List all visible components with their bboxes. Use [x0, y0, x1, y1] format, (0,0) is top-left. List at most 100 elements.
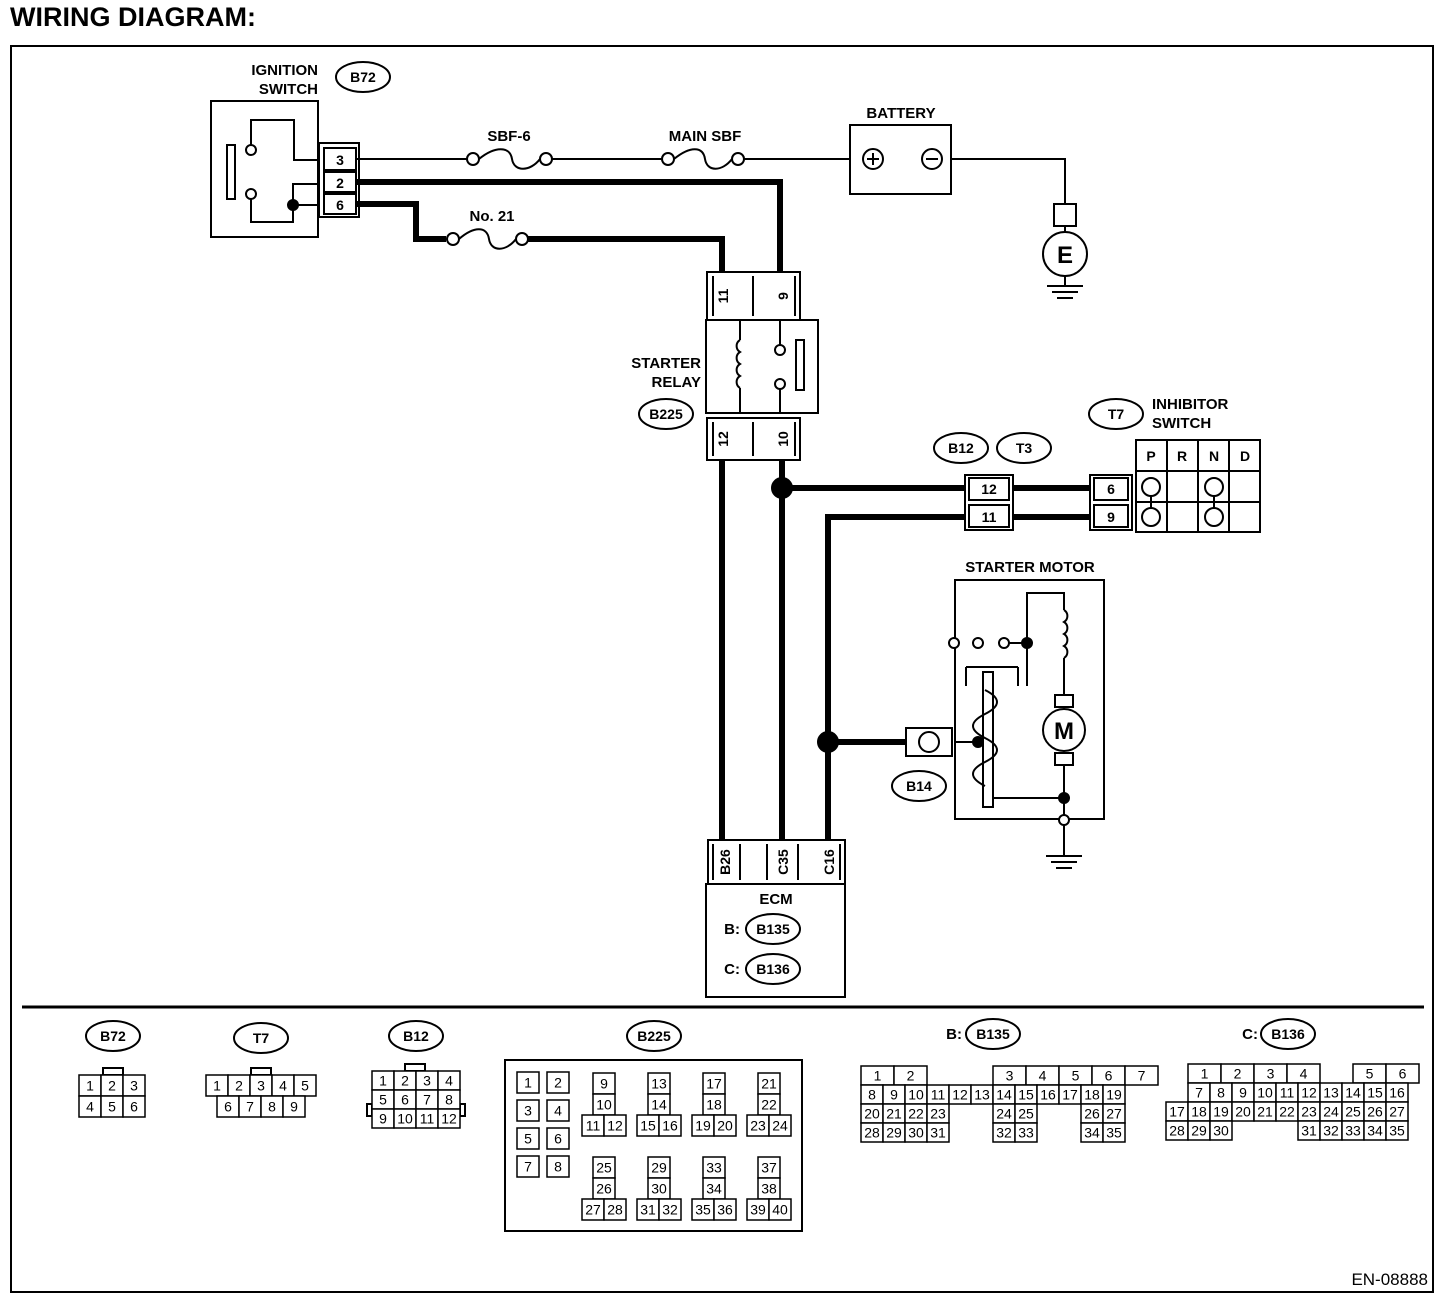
b72-pin: 3 [130, 1078, 138, 1094]
b225-pin: 1 [524, 1075, 532, 1091]
b135-pin: 20 [864, 1106, 880, 1122]
b72-pin: 5 [108, 1099, 116, 1115]
b136-pin: 21 [1257, 1104, 1273, 1120]
battery-label: BATTERY [866, 105, 935, 122]
b225-pin: 31 [640, 1202, 656, 1218]
b135-pin: 7 [1138, 1068, 1146, 1084]
b136-pin: 28 [1169, 1123, 1185, 1139]
b136-pin: 33 [1345, 1123, 1361, 1139]
ecm-conn-b: B135 [756, 921, 790, 937]
b135-pin: 27 [1106, 1106, 1122, 1122]
b225-cell [713, 1114, 737, 1137]
ground-e-label: E [1057, 242, 1073, 269]
ecm-pin-c16: C16 [821, 849, 837, 875]
b225-cell [658, 1114, 682, 1137]
fuse-main-sbf-label: MAIN SBF [669, 128, 742, 145]
ecm-label: ECM [759, 891, 792, 908]
b12-cell [437, 1108, 461, 1129]
b225-pin: 40 [772, 1202, 788, 1218]
b12-pin: 9 [379, 1111, 387, 1127]
b12-pin: 10 [397, 1111, 413, 1127]
t7-pin: 3 [257, 1078, 265, 1094]
fuse-no21-label: No. 21 [469, 208, 514, 225]
b135-pin: 15 [1018, 1087, 1034, 1103]
b136-pin: 8 [1217, 1085, 1225, 1101]
b136-pin: 2 [1234, 1066, 1242, 1082]
inhibitor-label-2: SWITCH [1152, 415, 1211, 432]
b225-pin: 2 [554, 1075, 562, 1091]
b225-pin: 4 [554, 1103, 562, 1119]
ecm-pin-c35: C35 [775, 849, 791, 875]
b135-pin: 1 [874, 1068, 882, 1084]
b135-pin: 5 [1072, 1068, 1080, 1084]
b136-pin: 5 [1366, 1066, 1374, 1082]
b12-pin: 11 [420, 1111, 435, 1127]
t7-pin: 6 [224, 1099, 232, 1115]
b225-pin: 15 [640, 1118, 656, 1134]
b136-pin: 15 [1367, 1085, 1383, 1101]
b225-pin: 18 [706, 1097, 722, 1113]
b135-pin: 32 [996, 1125, 1012, 1141]
b225-pin: 19 [695, 1118, 711, 1134]
b136-pin: 12 [1301, 1085, 1317, 1101]
b135-pin: 33 [1018, 1125, 1034, 1141]
starter-motor [948, 579, 1105, 869]
starter-relay-label-2: RELAY [652, 374, 701, 391]
b225-pin: 21 [761, 1076, 777, 1092]
ecm-pin-b26: B26 [717, 849, 733, 875]
b135-pin: 25 [1018, 1106, 1034, 1122]
b135-pin: 35 [1106, 1125, 1122, 1141]
b225-pin: 38 [761, 1181, 777, 1197]
b135-pin: 8 [868, 1087, 876, 1103]
b225-pin: 3 [524, 1103, 532, 1119]
inhibitor-pos-r: R [1177, 448, 1187, 464]
b225-cell [546, 1155, 570, 1178]
b12-pin: 8 [445, 1092, 453, 1108]
view-b12-name: B12 [403, 1028, 429, 1044]
fuse-sbf6-label: SBF-6 [487, 128, 530, 145]
b136-cell [1209, 1120, 1233, 1141]
view-b135-name: B135 [976, 1026, 1010, 1042]
b136-pin: 27 [1389, 1104, 1405, 1120]
b136-pin: 6 [1399, 1066, 1407, 1082]
b225-pin: 17 [706, 1076, 722, 1092]
battery [849, 124, 952, 195]
b225-pin: 13 [651, 1076, 667, 1092]
ignition-switch-connector: B72 [350, 69, 376, 85]
b225-cell [546, 1099, 570, 1122]
view-b136-name: B136 [1271, 1026, 1305, 1042]
ignition-pin-2: 2 [336, 175, 344, 191]
b135-pin: 31 [930, 1125, 946, 1141]
starter-relay-label-1: STARTER [631, 355, 701, 372]
b135-pin: 26 [1084, 1106, 1100, 1122]
b225-cell [603, 1114, 627, 1137]
ignition-switch-label-1: IGNITION [251, 62, 318, 79]
fuse-sbf6 [466, 148, 553, 170]
ignition-pin-6: 6 [336, 197, 344, 213]
b225-cell [516, 1099, 540, 1122]
b14-terminal [905, 727, 953, 757]
b135-pin: 18 [1084, 1087, 1100, 1103]
b135-pin: 34 [1084, 1125, 1100, 1141]
ecm-conn-b-prefix: B: [724, 921, 740, 938]
b225-pin: 34 [706, 1181, 722, 1197]
b135-pin: 4 [1039, 1068, 1047, 1084]
b135-pin: 19 [1106, 1087, 1122, 1103]
b225-pin: 20 [717, 1118, 733, 1134]
b136-pin: 3 [1267, 1066, 1275, 1082]
starter-motor-connector: B14 [906, 778, 932, 794]
b135-pin: 17 [1062, 1087, 1078, 1103]
b135-pin: 22 [908, 1106, 924, 1122]
ignition-pin-3: 3 [336, 152, 344, 168]
b225-pin: 6 [554, 1131, 562, 1147]
b225-cell [713, 1198, 737, 1221]
b225-pin: 14 [651, 1097, 667, 1113]
b72-pin: 4 [86, 1099, 94, 1115]
b225-pin: 11 [586, 1118, 601, 1134]
b12-pin: 7 [423, 1092, 431, 1108]
b225-pin: 35 [695, 1202, 711, 1218]
fuse-main-sbf [661, 148, 745, 170]
b12-pin: 1 [379, 1073, 387, 1089]
